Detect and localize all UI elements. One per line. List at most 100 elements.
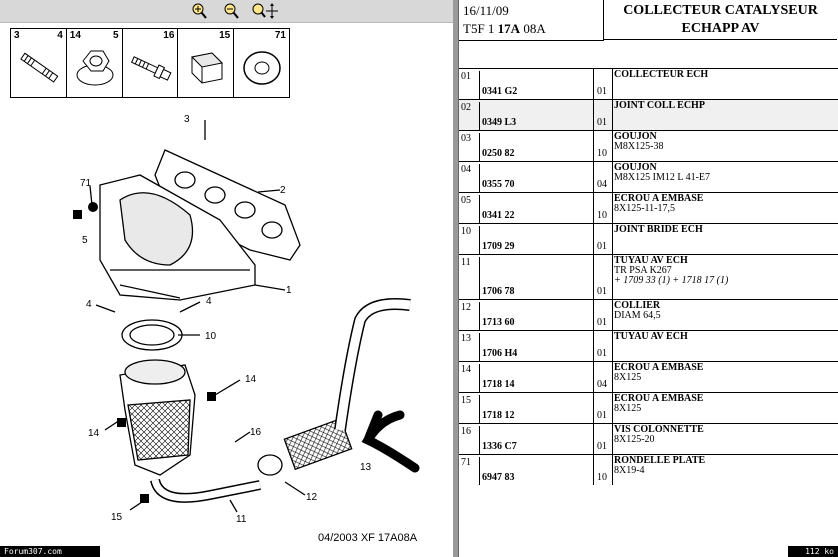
row-reference[interactable]: 1718 12: [482, 410, 515, 421]
header-date: 16/11/09: [463, 3, 509, 18]
zoom-out-icon[interactable]: [222, 2, 240, 20]
row-name: TUYAU AV ECH: [614, 331, 688, 342]
diagram-date-code: 04/2003 XF 17A08A: [318, 532, 418, 544]
callout-3: 3: [184, 114, 190, 125]
strip-cell-nut[interactable]: 14 5: [67, 29, 123, 97]
row-description: TUYAU AV ECH: [614, 332, 688, 342]
row-reference[interactable]: 1718 14: [482, 379, 515, 390]
row-quantity: 10: [597, 472, 607, 483]
callout-5: 5: [82, 235, 88, 246]
row-qty-cell: [593, 100, 613, 130]
row-index: 01: [461, 71, 480, 99]
row-name: JOINT COLL ECHP: [614, 100, 705, 111]
exploded-diagram: 3 2 71 5 1 4 4 10 14 14 16 12 15 11 13: [73, 114, 420, 525]
row-quantity: 04: [597, 179, 607, 190]
row-reference[interactable]: 1706 78: [482, 286, 515, 297]
row-qty-cell: [593, 162, 613, 192]
strip-label: 3: [14, 30, 20, 41]
callout-4: 4: [86, 299, 92, 310]
row-reference[interactable]: 0349 L3: [482, 117, 517, 128]
row-reference[interactable]: 1336 C7: [482, 441, 517, 452]
zoom-toolbar: [0, 0, 453, 23]
header-code: T5F 1 17A 08A: [463, 21, 546, 36]
row-name: GOUJON: [614, 131, 657, 142]
row-reference[interactable]: 1713 60: [482, 317, 515, 328]
row-reference[interactable]: 0355 70: [482, 179, 515, 190]
row-detail: 8X125: [614, 403, 642, 414]
zoom-in-icon[interactable]: [190, 2, 208, 20]
row-detail: TR PSA K267: [614, 265, 672, 276]
callout-16: 16: [250, 427, 262, 438]
row-reference[interactable]: 1709 29: [482, 241, 515, 252]
row-quantity: 01: [597, 117, 607, 128]
hand-drawn-arrow: [361, 410, 420, 473]
row-quantity: 01: [597, 86, 607, 97]
row-detail: M8X125-38: [614, 141, 664, 152]
row-reference[interactable]: 0341 G2: [482, 86, 518, 97]
zoom-pan-icon[interactable]: [250, 2, 278, 20]
row-reference[interactable]: 1706 H4: [482, 348, 518, 359]
strip-label: 5: [113, 30, 119, 41]
row-reference[interactable]: 0250 82: [482, 148, 515, 159]
callout-14b: 14: [88, 428, 100, 439]
row-name: RONDELLE PLATE: [614, 455, 706, 466]
callout-12: 12: [306, 492, 318, 503]
diagram-pane: 3 4 14 5 16: [0, 0, 453, 557]
row-description: JOINT COLL ECHP: [614, 101, 705, 111]
row-index: 14: [461, 364, 480, 392]
row-index: 12: [461, 302, 480, 330]
row-reference[interactable]: 0341 22: [482, 210, 515, 221]
row-detail: 8X125-20: [614, 434, 655, 445]
row-description: COLLECTEUR ECH: [614, 70, 708, 80]
row-name: TUYAU AV ECH: [614, 255, 688, 266]
row-quantity: 10: [597, 210, 607, 221]
strip-label: 14: [69, 30, 81, 41]
pane-splitter[interactable]: [453, 0, 458, 557]
row-qty-cell: [593, 193, 613, 223]
row-quantity: 01: [597, 286, 607, 297]
row-qty-cell: [593, 424, 613, 454]
strip-cell-screw[interactable]: 16: [123, 29, 179, 97]
strip-cell-washer[interactable]: 71: [234, 29, 289, 97]
row-qty-cell: [593, 331, 613, 361]
strip-cell-stud[interactable]: 3 4: [11, 29, 67, 97]
row-name: VIS COLONNETTE: [614, 424, 704, 435]
page-title: COLLECTEUR CATALYSEUR ECHAPP AV: [604, 0, 837, 40]
flange-nut-icon: [76, 50, 114, 86]
parts-strip: 3 4 14 5 16: [10, 28, 290, 98]
row-qty-cell: [593, 362, 613, 392]
row-name: COLLECTEUR ECH: [614, 69, 709, 80]
row-name: GOUJON: [614, 162, 657, 173]
row-index: 71: [461, 457, 480, 485]
row-quantity: 01: [597, 317, 607, 328]
row-detail: DIAM 64,5: [614, 310, 661, 321]
row-qty-cell: [593, 255, 613, 299]
file-size-label: 112 ko: [788, 546, 838, 557]
row-reference[interactable]: 6947 83: [482, 472, 515, 483]
strip-cell-sleeve-nut[interactable]: 15: [178, 29, 235, 97]
row-index: 13: [461, 333, 480, 361]
row-index: 10: [461, 226, 480, 254]
